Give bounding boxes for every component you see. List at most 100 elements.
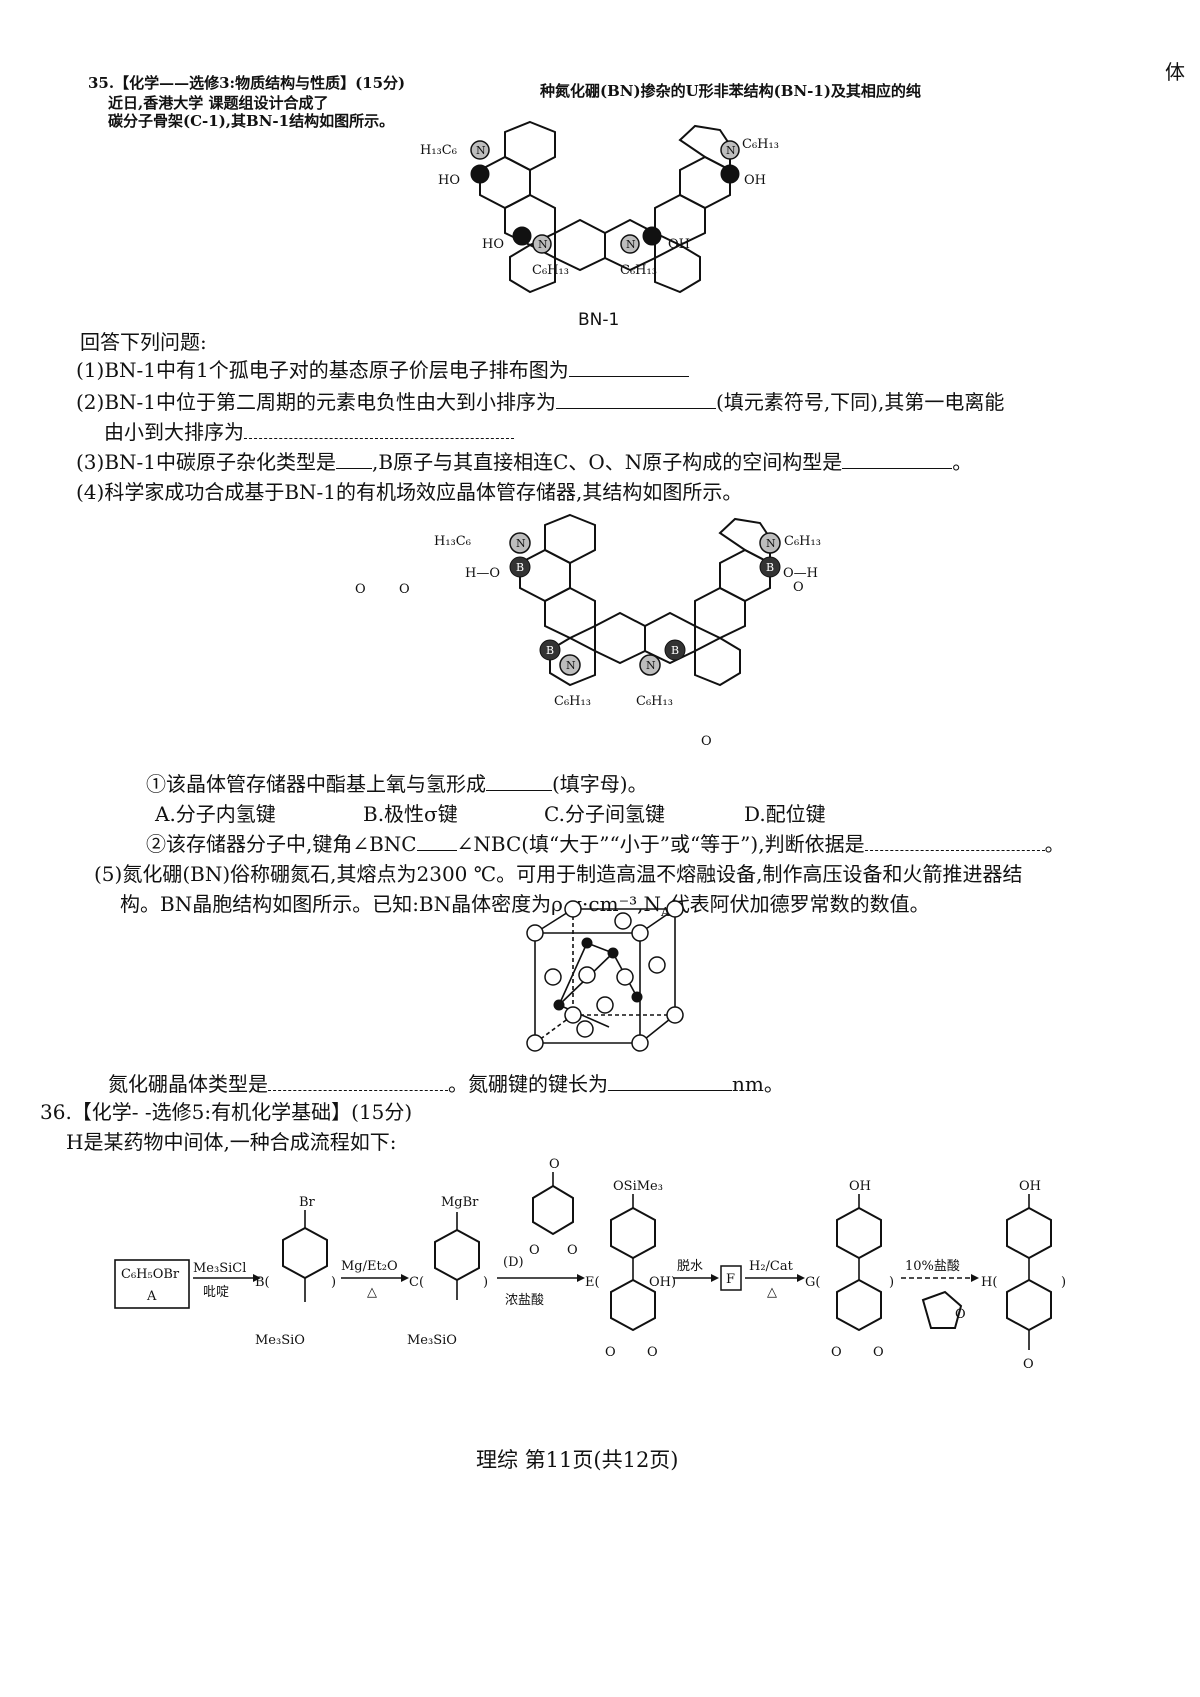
compound-e-label: E(: [585, 1275, 600, 1290]
compound-e-cyclo: [610, 1278, 656, 1332]
sub-question-3-cont: ,B原子与其直接相连C、O、N原子构成的空间构型是: [372, 450, 843, 474]
compound-e-o1: O: [605, 1345, 616, 1360]
sub-question-4-1: ①该晶体管存储器中酯基上氧与氢形成(填字母)。: [146, 770, 648, 798]
compound-b-br: Br: [299, 1195, 316, 1210]
answer-blank-1[interactable]: [568, 356, 689, 377]
compound-g-oh: OH: [849, 1179, 871, 1194]
answer-blank-2a[interactable]: [556, 388, 717, 409]
compound-f-box: [720, 1265, 742, 1291]
sub-question-4-1-end: (填字母)。: [552, 772, 648, 796]
sub-question-3: (3)BN-1中碳原子杂化类型是,B原子与其直接相连C、O、N原子构成的空间构型…: [76, 448, 972, 476]
compound-h-ketone-o: O: [1023, 1357, 1034, 1372]
oh-right-top: OH: [744, 173, 766, 188]
compound-h-ring: [1006, 1206, 1052, 1260]
sub-question-3-end: 。: [952, 450, 973, 474]
synthesis-scheme: C₆H₅OBr A Me₃SiCl 吡啶 B( Br Me₃SiO ) Mg/E…: [114, 1157, 1066, 1372]
atom-n-3: N: [538, 238, 548, 251]
answer-blank-4-2a[interactable]: [416, 830, 457, 851]
compound-c-osi: Me₃SiO: [407, 1333, 457, 1348]
q36-header: 36.【化学- -选修5:有机化学基础】(15分): [40, 1100, 413, 1124]
mem-atom-n-3: N: [566, 659, 576, 672]
compound-f-label: F: [726, 1272, 735, 1287]
sub-question-2-line2-text: 由小到大排序为: [104, 420, 244, 444]
mem-hbond-right: O—H: [783, 566, 818, 581]
sub-question-1: (1)BN-1中有1个孤电子对的基态原子价层电子排布图为: [76, 356, 689, 384]
arrow-5-heat: △: [767, 1285, 777, 1300]
atom-n-1: N: [476, 144, 486, 157]
compound-g-close: ): [889, 1275, 894, 1290]
compound-c-close: ): [483, 1275, 488, 1290]
sub-question-4-2-text: ②该存储器分子中,键角∠BNC: [146, 832, 417, 856]
sub-question-4-2-end: 。: [1044, 832, 1065, 856]
mem-atom-n-1: N: [516, 537, 526, 550]
arrow-5-reagent: H₂/Cat: [749, 1259, 794, 1274]
mem-hexyl-br: C₆H₁₃: [636, 694, 673, 709]
option-b[interactable]: B.极性σ键: [363, 802, 458, 826]
answer-blank-2b[interactable]: [244, 418, 514, 439]
compound-h-oh: OH: [1019, 1179, 1041, 1194]
compound-d-o: O: [549, 1157, 560, 1172]
arrow-1-solvent: 吡啶: [203, 1285, 229, 1300]
arrow-2-heat: △: [367, 1285, 377, 1300]
mem-atom-b-3: B: [546, 644, 554, 657]
atom-n-4: N: [626, 238, 636, 251]
option-c[interactable]: C.分子间氢键: [544, 802, 665, 826]
compound-b-close: ): [331, 1275, 336, 1290]
answer-blank-3a[interactable]: [336, 448, 373, 469]
bn-unit-cell-figure: [526, 900, 684, 1052]
compound-b-ring: [282, 1226, 328, 1280]
option-a[interactable]: A.分子内氢键: [155, 802, 276, 826]
mem-o-left-2: O: [399, 582, 410, 597]
cell-atoms-n: [526, 900, 684, 1052]
mem-hexyl-right: C₆H₁₃: [784, 534, 821, 549]
arrow-2-reagent: Mg/Et₂O: [341, 1259, 398, 1274]
mem-atom-b-4: B: [671, 644, 679, 657]
answer-blank-4-2b[interactable]: [864, 830, 1045, 851]
hexyl-left-top: H₁₃C₆: [420, 143, 457, 158]
transistor-memory-figure: N B N B B N N B H₁₃C₆ C₆H₁₃ C₆H₁₃ C₆H₁₃ …: [355, 513, 821, 749]
atom-n-2: N: [726, 144, 736, 157]
sub-question-5-line3-mid: 。氮硼键的键长为: [448, 1072, 608, 1096]
q35-header-line3: 碳分子骨架(C-1),其BN-1结构如图所示。: [108, 112, 395, 130]
compound-a-formula: C₆H₅OBr: [121, 1267, 180, 1282]
arrow-4-dehydrate: 脱水: [677, 1259, 703, 1274]
compound-e-osi: OSiMe₃: [613, 1179, 663, 1194]
bn1-structure-figure: N N N N H₁₃C₆ HO C₆H₁₃ OH HO OH C₆H₁₃ C₆…: [420, 120, 779, 294]
hexyl-left-bottom: C₆H₁₃: [532, 263, 569, 278]
mem-o-right: O: [793, 580, 804, 595]
compound-d-label: (D): [503, 1255, 524, 1270]
answer-blank-3b[interactable]: [842, 448, 953, 469]
q35-header-line2: 近日,香港大学 课题组设计合成了: [108, 94, 329, 112]
compound-e-oh: OH): [649, 1275, 676, 1290]
compound-b-osi: Me₃SiO: [255, 1333, 305, 1348]
compound-a-box: [114, 1259, 190, 1309]
option-d[interactable]: D.配位键: [744, 802, 826, 826]
compound-h-label: H(: [981, 1275, 997, 1290]
answer-blank-5b[interactable]: [608, 1070, 732, 1091]
cell-atoms-b: [553, 937, 643, 1011]
mem-atom-b-2: B: [766, 561, 774, 574]
q35-header-cont: 种氮化硼(BN)掺杂的U形非苯结构(BN-1)及其相应的纯: [540, 82, 921, 100]
sub-question-2-cont: (填元素符号,下同),其第一电离能: [716, 390, 1005, 414]
page-footer: 理综 第11页(共12页): [476, 1448, 679, 1472]
compound-d-ring: [532, 1184, 574, 1236]
mem-hexyl-bl: C₆H₁₃: [554, 694, 591, 709]
sub-question-2: (2)BN-1中位于第二周期的元素电负性由大到小排序为 (填元素符号,下同),其第…: [76, 388, 1004, 416]
thf-o: O: [955, 1307, 966, 1322]
sub-question-4-2-cont: ∠NBC(填“大于”“小于”或“等于”),判断依据是: [456, 832, 865, 856]
answer-blank-5a[interactable]: [268, 1070, 448, 1091]
answer-blank-4-1[interactable]: [486, 770, 552, 791]
sub-question-5-line3-end: nm。: [732, 1072, 784, 1096]
q35-header: 35.【化学——选修3:物质结构与性质】(15分): [88, 74, 406, 92]
mem-o-left: O: [355, 582, 366, 597]
compound-d-o3: O: [567, 1243, 578, 1258]
answer-prompt: 回答下列问题:: [80, 330, 207, 354]
hexyl-right-top: C₆H₁₃: [742, 137, 779, 152]
compound-c-mgbr: MgBr: [441, 1195, 479, 1210]
sub-question-2-text: (2)BN-1中位于第二周期的元素电负性由大到小排序为: [76, 390, 557, 414]
arrow-3-acid: 浓盐酸: [505, 1293, 544, 1308]
hexyl-right-bottom: C₆H₁₃: [620, 263, 657, 278]
oh-right-bottom: OH: [668, 237, 690, 252]
